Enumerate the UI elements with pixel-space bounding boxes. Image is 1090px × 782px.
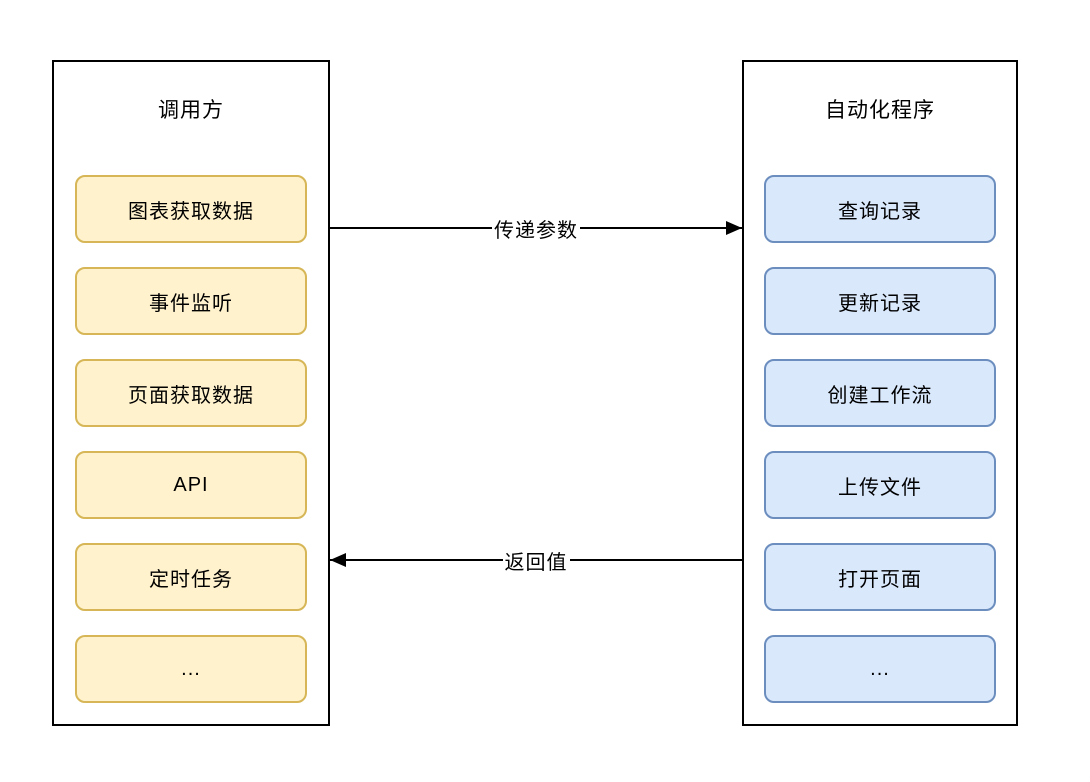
automation-item-upload-file: 上传文件	[764, 451, 996, 519]
automation-item-create-workflow: 创建工作流	[764, 359, 996, 427]
automation-item-ellipsis: ...	[764, 635, 996, 703]
automation-item-query-record: 查询记录	[764, 175, 996, 243]
caller-item-event-listen: 事件监听	[75, 267, 307, 335]
automation-item-open-page: 打开页面	[764, 543, 996, 611]
caller-item-scheduled-task: 定时任务	[75, 543, 307, 611]
caller-item-api: API	[75, 451, 307, 519]
backward-arrow-label: 返回值	[502, 545, 570, 575]
automation-panel: 自动化程序 查询记录 更新记录 创建工作流 上传文件 打开页面 ...	[742, 60, 1018, 726]
caller-panel-title: 调用方	[158, 99, 224, 122]
automation-items: 查询记录 更新记录 创建工作流 上传文件 打开页面 ...	[744, 175, 1016, 703]
arrowhead-right-icon	[726, 221, 742, 235]
backward-arrow: 返回值	[330, 545, 742, 575]
automation-panel-title: 自动化程序	[825, 99, 935, 122]
caller-item-page-get-data: 页面获取数据	[75, 359, 307, 427]
automation-item-update-record: 更新记录	[764, 267, 996, 335]
caller-item-ellipsis: ...	[75, 635, 307, 703]
caller-panel: 调用方 图表获取数据 事件监听 页面获取数据 API 定时任务 ...	[52, 60, 330, 726]
caller-items: 图表获取数据 事件监听 页面获取数据 API 定时任务 ...	[54, 175, 328, 703]
arrowhead-left-icon	[330, 553, 346, 567]
forward-arrow-label: 传递参数	[492, 213, 580, 243]
forward-arrow: 传递参数	[330, 213, 742, 243]
caller-item-chart-get-data: 图表获取数据	[75, 175, 307, 243]
